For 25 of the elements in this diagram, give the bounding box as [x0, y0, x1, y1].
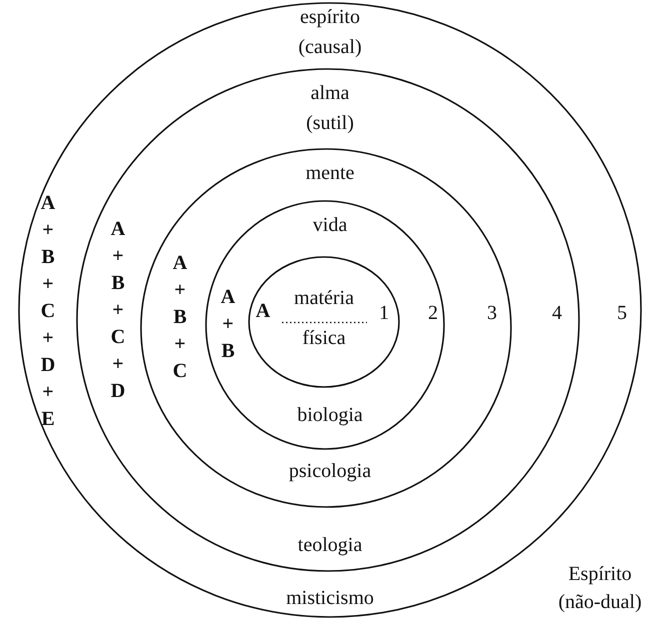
level-sum: A + B + C + D	[110, 217, 126, 404]
ring-title: alma (sutil)	[305, 81, 355, 136]
core-label: física	[301, 326, 347, 351]
ring-title: mente	[304, 161, 356, 186]
ring-number: 1	[378, 301, 390, 326]
level-sum: A + B	[220, 285, 236, 364]
ring	[140, 148, 512, 508]
discipline-label: misticismo	[285, 586, 375, 611]
ring-number: 2	[427, 301, 439, 326]
ring	[18, 2, 642, 618]
discipline-label: teologia	[296, 533, 364, 558]
discipline-label: psicologia	[288, 459, 372, 484]
level-sum: A + B + C	[172, 251, 188, 384]
outer-note: Espírito (não-dual)	[557, 562, 643, 615]
core-label: matéria	[293, 286, 355, 311]
level-sum: A + B + C + D + E	[40, 191, 56, 432]
ring-title: vida	[312, 213, 348, 238]
ring	[248, 256, 400, 388]
ring-number: 4	[551, 301, 563, 326]
ring-number: 3	[486, 301, 498, 326]
ring-number: 5	[616, 301, 628, 326]
discipline-label: biologia	[296, 403, 364, 428]
ring	[205, 200, 445, 450]
core-letter: A	[254, 299, 272, 324]
ring-title: espírito (causal)	[297, 5, 363, 60]
